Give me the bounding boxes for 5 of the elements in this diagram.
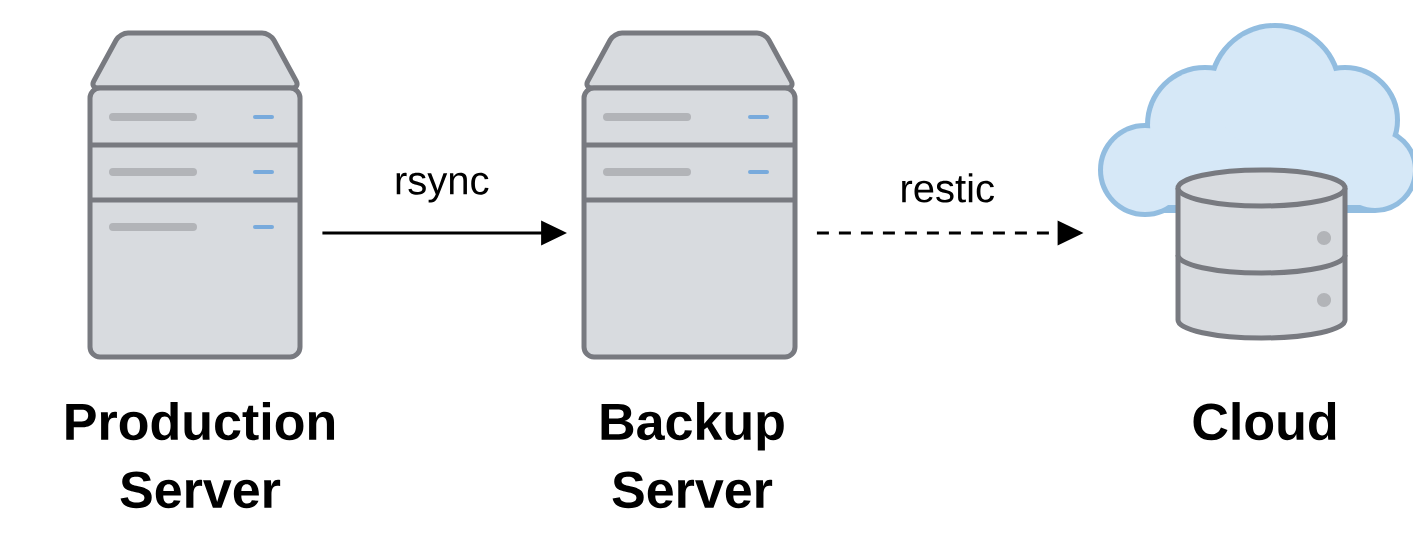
edge-label: restic [897, 171, 998, 205]
edge-label: rsync [392, 170, 492, 205]
node-label: Production Server [66, 402, 334, 509]
node-label: Cloud [1193, 402, 1336, 441]
node-label: Backup Server [601, 402, 784, 509]
